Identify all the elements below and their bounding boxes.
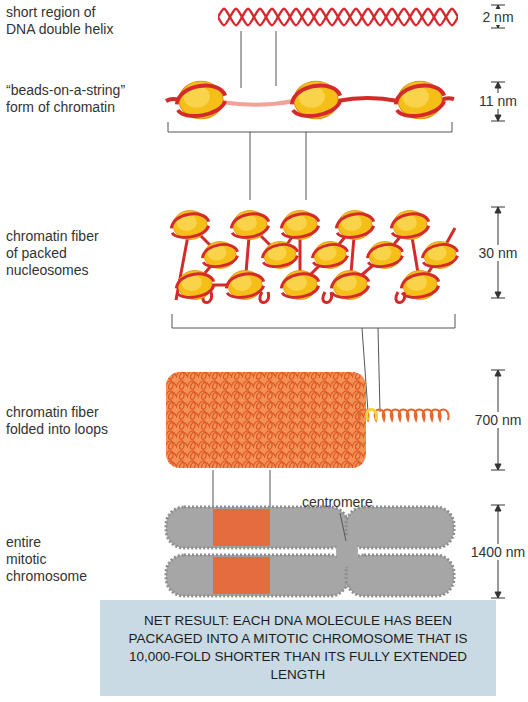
loop-mass [166, 372, 366, 468]
linker-dna-highlight [222, 101, 294, 105]
zoom-line [378, 328, 380, 412]
nucleosome [396, 81, 444, 118]
loop-tail [359, 410, 449, 421]
linker-dna [441, 98, 454, 100]
nucleosome [281, 271, 318, 300]
nucleosome [422, 241, 457, 268]
summary-text: NET RESULT: EACH DNA MOLECULE HAS BEEN P… [110, 612, 486, 684]
dimension-label: 30 nm [478, 245, 519, 261]
nucleosome [262, 241, 297, 268]
zoom-line [270, 470, 271, 508]
stage-label: entire mitotic chromosome [6, 534, 76, 585]
nucleosome [367, 241, 402, 268]
packed-nucleosome-fiber [171, 211, 457, 303]
nucleosome [391, 211, 428, 240]
mitotic-chromosome [166, 507, 454, 596]
stage-label: “beads-on-a-string” form of chromatin [6, 82, 141, 116]
dna-double-helix [218, 5, 458, 29]
nucleosome [231, 211, 268, 240]
zoom-bracket [172, 314, 455, 328]
zoom-bracket [168, 122, 452, 132]
zoom-line [241, 31, 242, 88]
zoom-line [276, 31, 277, 86]
nucleosome [331, 271, 368, 300]
zoom-line [213, 470, 214, 508]
loop-highlight [367, 410, 377, 421]
chromatid-arm [346, 555, 454, 596]
beads-on-string [166, 81, 454, 118]
chromatid-arm [166, 555, 348, 596]
linker-dna [337, 98, 398, 101]
zoom-lines [241, 31, 276, 88]
chromatid-arm [346, 507, 454, 548]
summary-content: NET RESULT: EACH DNA MOLECULE HAS BEEN P… [110, 612, 486, 684]
nucleosome [401, 271, 438, 300]
nucleosome [202, 241, 237, 268]
zoom-lines [168, 122, 452, 200]
dimension-label: 11 nm [478, 93, 518, 109]
zoom-line [306, 132, 307, 200]
leader-line [340, 513, 346, 541]
nucleosome [176, 271, 213, 300]
chromatid-arm [166, 507, 348, 548]
nucleosome [336, 211, 373, 240]
highlight-band [213, 509, 270, 546]
nucleosome [312, 241, 347, 268]
centromere-constriction [336, 535, 358, 567]
nucleosome [226, 271, 263, 300]
stage-label: chromatin fiber of packed nucleosomes [6, 228, 111, 279]
stage-label: chromatin fiber folded into loops [6, 404, 111, 438]
nucleosome [292, 81, 340, 118]
nucleosome [171, 211, 208, 240]
zoom-lines [213, 470, 270, 508]
zoom-line [250, 132, 251, 200]
nucleosome [177, 81, 225, 118]
structure-label: centromere [302, 494, 373, 510]
highlight-band [213, 557, 270, 594]
dimension-label: 700 nm [474, 412, 523, 428]
loop-texture [166, 372, 366, 468]
summary-box: NET RESULT: EACH DNA MOLECULE HAS BEEN P… [100, 600, 496, 696]
dimension-label: 2 nm [481, 9, 514, 25]
stage-label: short region of DNA double helix [6, 4, 118, 38]
nucleosome [281, 211, 318, 240]
dimension-label: 1400 nm [470, 544, 526, 560]
looped-chromatin [166, 372, 449, 468]
